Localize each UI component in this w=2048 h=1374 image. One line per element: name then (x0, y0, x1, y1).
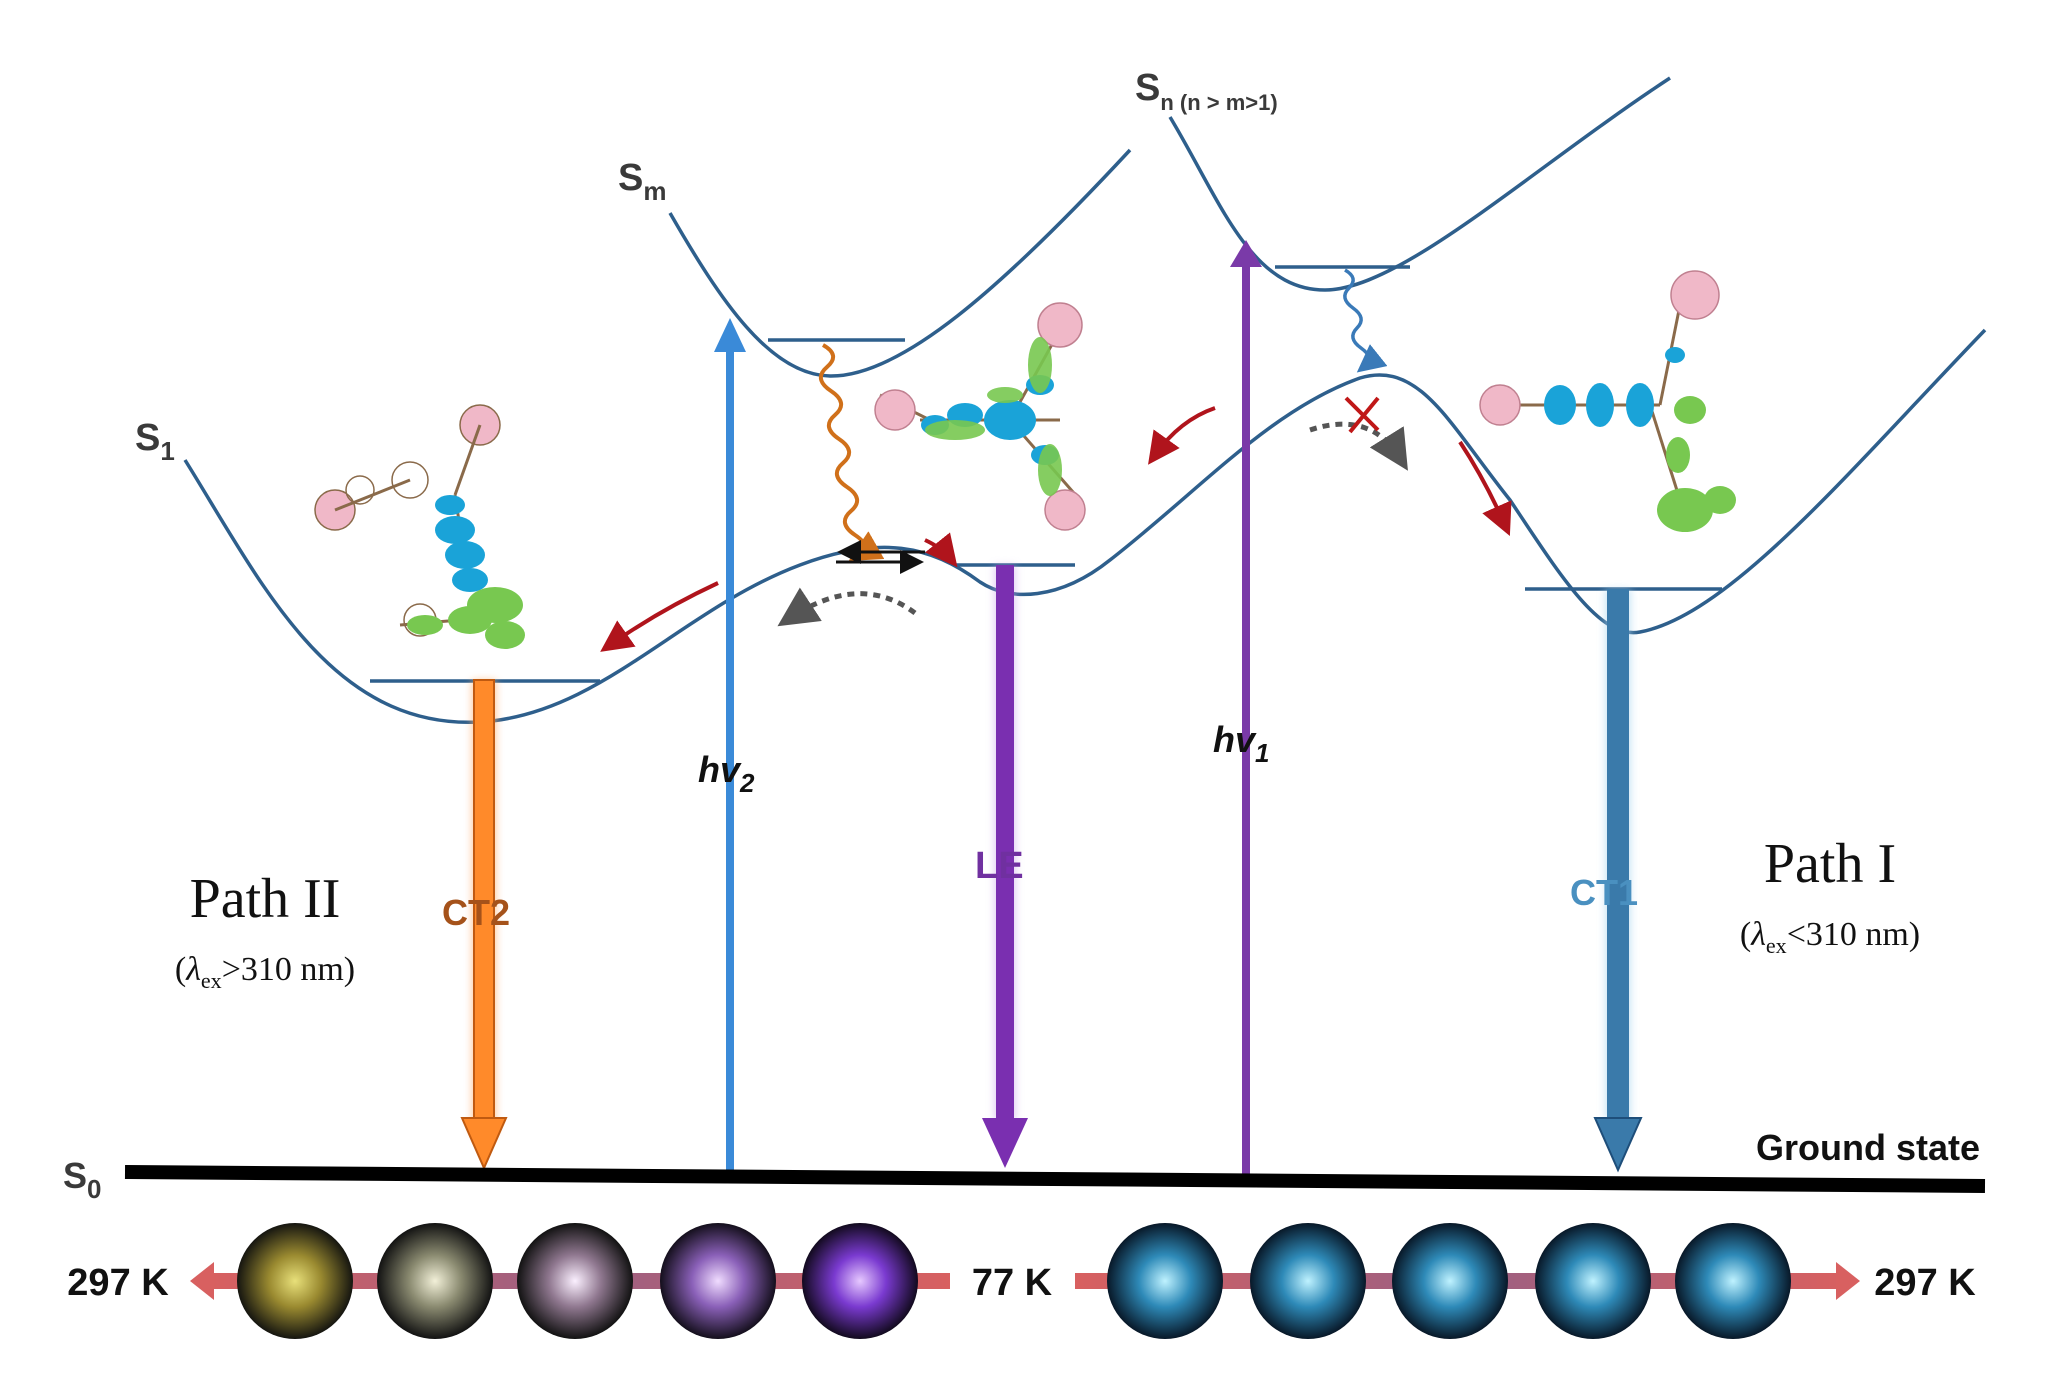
temp-label-center: 77 K (972, 1262, 1053, 1304)
path-ii-block: Path II (λex>310 nm) (175, 868, 355, 993)
temp-label-right: 297 K (1874, 1262, 1976, 1304)
temp-label-left: 297 K (67, 1262, 169, 1304)
temp-arrow-right (1836, 1262, 1860, 1300)
svg-text:Sm: Sm (618, 157, 666, 206)
sm-label: S (618, 157, 643, 199)
svg-text:hv2: hv2 (698, 749, 755, 798)
temperature-strip: 297 K 77 K 297 K (67, 1223, 1976, 1339)
hv2-label: hv (698, 749, 742, 790)
path-i-condition: (λex<310 nm) (1740, 916, 1920, 958)
svg-text:hv1: hv1 (1213, 719, 1269, 768)
ct1-label: CT1 (1570, 872, 1638, 913)
relax-to-s1-from-sn (1148, 406, 1216, 465)
ground-state: S0 Ground state (63, 1127, 1986, 1204)
le-label: LE (975, 845, 1024, 887)
path-i-block: Path I (λex<310 nm) (1740, 833, 1920, 958)
barrier-arrows (777, 396, 1408, 627)
path-i-title: Path I (1764, 833, 1896, 895)
path-ii-title: Path II (190, 868, 341, 930)
s1-label: S (135, 417, 160, 459)
ct1-arrowhead (1593, 1117, 1643, 1173)
relax-to-le (924, 532, 958, 568)
molecule-ct2-icon (314, 404, 525, 649)
svg-text:S0: S0 (63, 1155, 101, 1204)
hv1-label: hv (1213, 719, 1257, 760)
relaxation-arrows (600, 406, 1512, 652)
relax-to-ct1 (1458, 440, 1512, 536)
sn-label: S (1135, 67, 1160, 109)
emission-le (982, 565, 1028, 1168)
hv1-arrowhead (1230, 240, 1262, 267)
path-ii-condition: (λex>310 nm) (175, 951, 355, 993)
molecule-ct1-icon (1479, 270, 1736, 532)
ground-state-label: Ground state (1756, 1127, 1980, 1168)
sm-subscript: m (643, 176, 666, 206)
relax-to-ct2 (600, 581, 719, 652)
emission-ct2 (460, 679, 508, 1171)
molecule-le-icon (874, 302, 1086, 531)
internal-conversion (819, 268, 1388, 561)
state-labels: S1 Sm Sn (n > m>1) (135, 67, 1278, 466)
excitation-arrows: hv2 hv1 (698, 240, 1269, 1175)
ic-sn-wavy (1343, 268, 1388, 373)
blocked-cross-icon (1344, 396, 1380, 434)
le-arrowhead (982, 1118, 1028, 1168)
svg-text:Sn (n > m>1): Sn (n > m>1) (1135, 67, 1278, 115)
sn-curve (1168, 76, 1671, 292)
back-transfer-dotted (777, 587, 917, 627)
ground-state-line (124, 1165, 1986, 1193)
blocked-transfer-dotted (1309, 421, 1408, 471)
sn-subscript: n (n > m>1) (1160, 90, 1277, 115)
svg-text:S1: S1 (135, 417, 175, 466)
hv1-subscript: 1 (1255, 738, 1269, 768)
sm-curve (668, 148, 1132, 378)
emission-ct1 (1593, 589, 1643, 1173)
s0-subscript: 0 (87, 1174, 101, 1204)
ic-sm-wavy (819, 343, 885, 561)
ct2-arrowhead (460, 1117, 508, 1171)
ct2-label: CT2 (442, 892, 510, 933)
s0-label: S (63, 1155, 87, 1196)
hv2-subscript: 2 (739, 768, 755, 798)
s1-subscript: 1 (160, 436, 174, 466)
temp-arrow-left (190, 1262, 214, 1300)
sample-photo-icon (237, 1223, 1791, 1339)
hv2-arrowhead (714, 318, 746, 352)
